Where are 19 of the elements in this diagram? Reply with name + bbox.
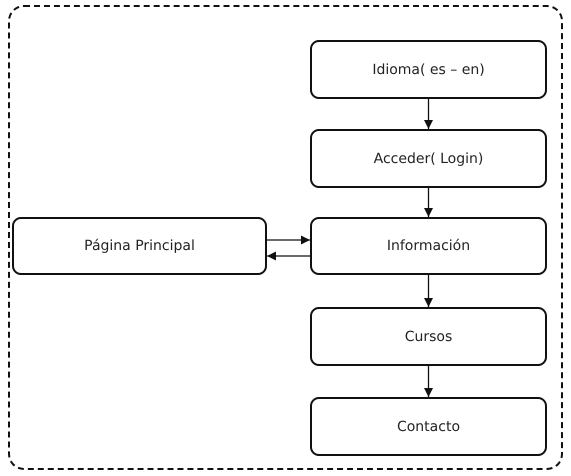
arrow xyxy=(424,99,434,129)
arrow xyxy=(424,275,434,307)
box-label: Contacto xyxy=(396,418,460,434)
box-label: Página Principal xyxy=(84,238,195,254)
process-box xyxy=(310,307,547,366)
box-label: Información xyxy=(386,238,470,254)
dashed-frame xyxy=(8,5,563,470)
arrow xyxy=(424,366,434,397)
arrow xyxy=(267,235,310,245)
arrow xyxy=(267,251,310,261)
process-box xyxy=(310,129,547,188)
process-box xyxy=(310,397,547,456)
process-box xyxy=(310,40,547,99)
box-label: Cursos xyxy=(404,328,452,344)
arrow xyxy=(424,188,434,217)
process-box xyxy=(310,217,547,275)
box-label: Idioma( es – en) xyxy=(372,62,485,78)
box-label: Acceder( Login) xyxy=(374,150,484,166)
process-box xyxy=(12,217,267,275)
